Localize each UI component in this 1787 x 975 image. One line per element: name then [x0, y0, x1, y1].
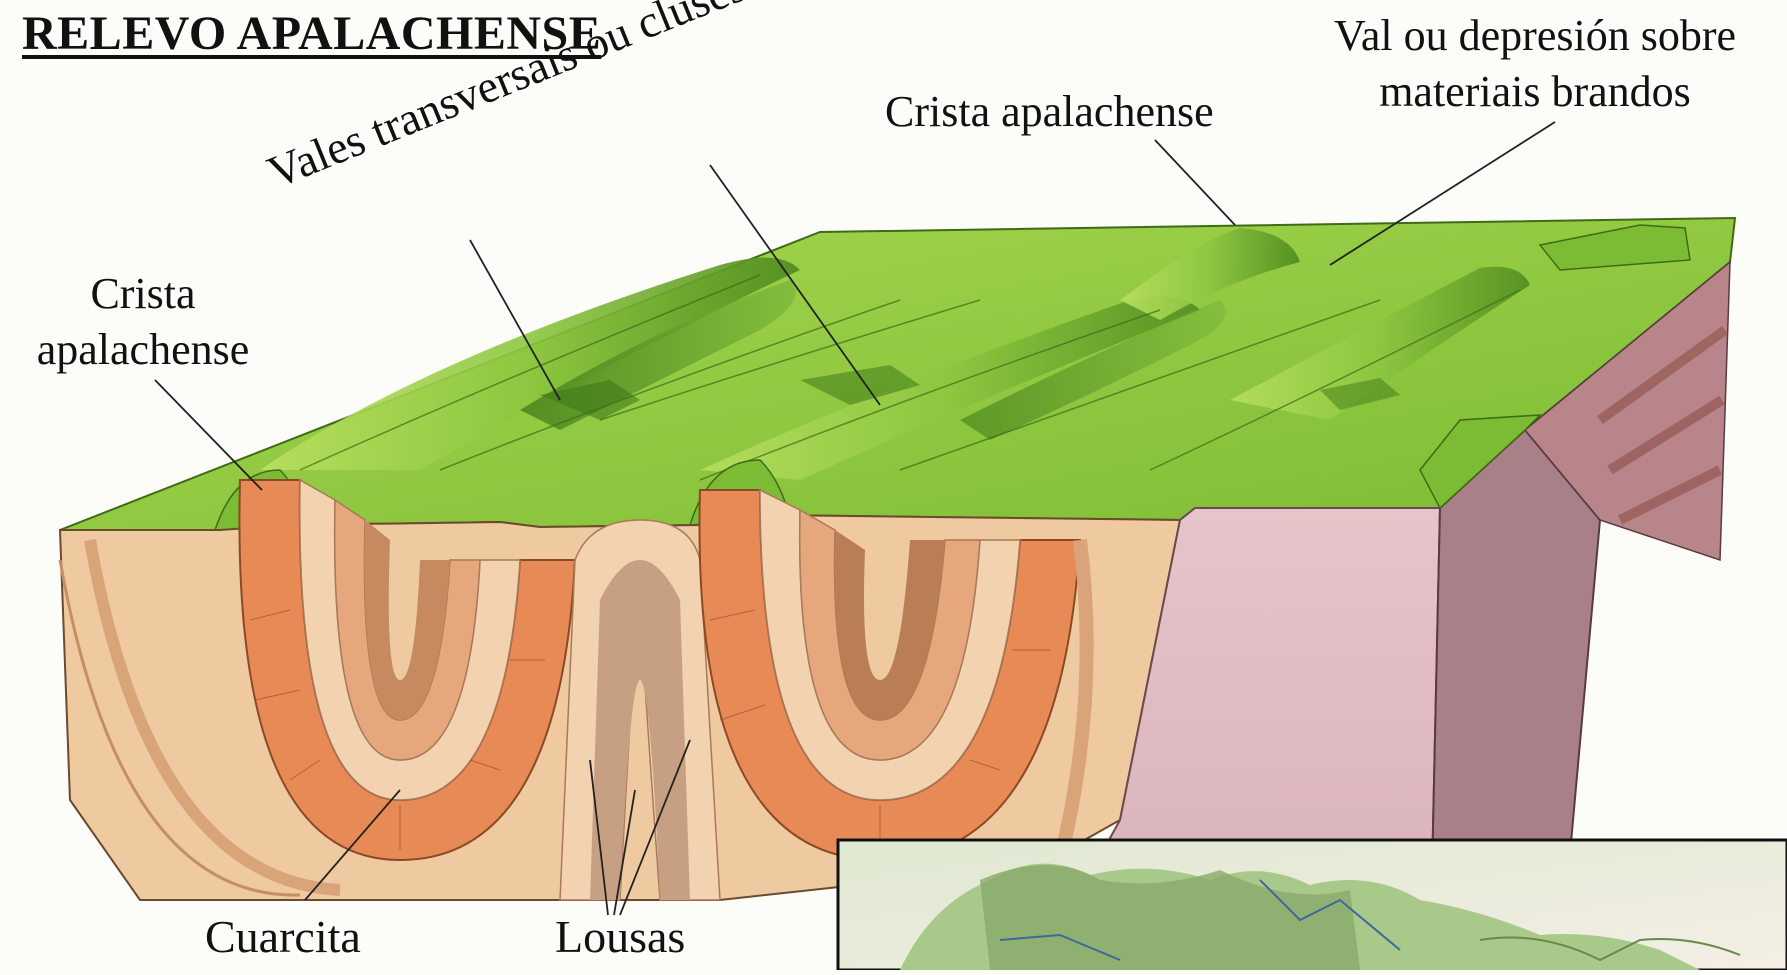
label-val-line2: materiais brandos	[1290, 64, 1780, 120]
label-crista-left-line1: Crista	[18, 266, 268, 322]
label-cuarcita: Cuarcita	[205, 910, 361, 963]
label-val-depresion: Val ou depresión sobre materiais brandos	[1290, 8, 1780, 120]
label-crista-left: Crista apalachense	[18, 266, 268, 378]
label-crista-left-line2: apalachense	[18, 322, 268, 378]
label-crista-top: Crista apalachense	[885, 86, 1214, 137]
label-val-line1: Val ou depresión sobre	[1290, 8, 1780, 64]
leader-crista-top	[1155, 140, 1235, 225]
cross-section	[60, 480, 1180, 900]
label-lousas: Lousas	[555, 910, 685, 963]
relief-inset	[838, 840, 1787, 970]
